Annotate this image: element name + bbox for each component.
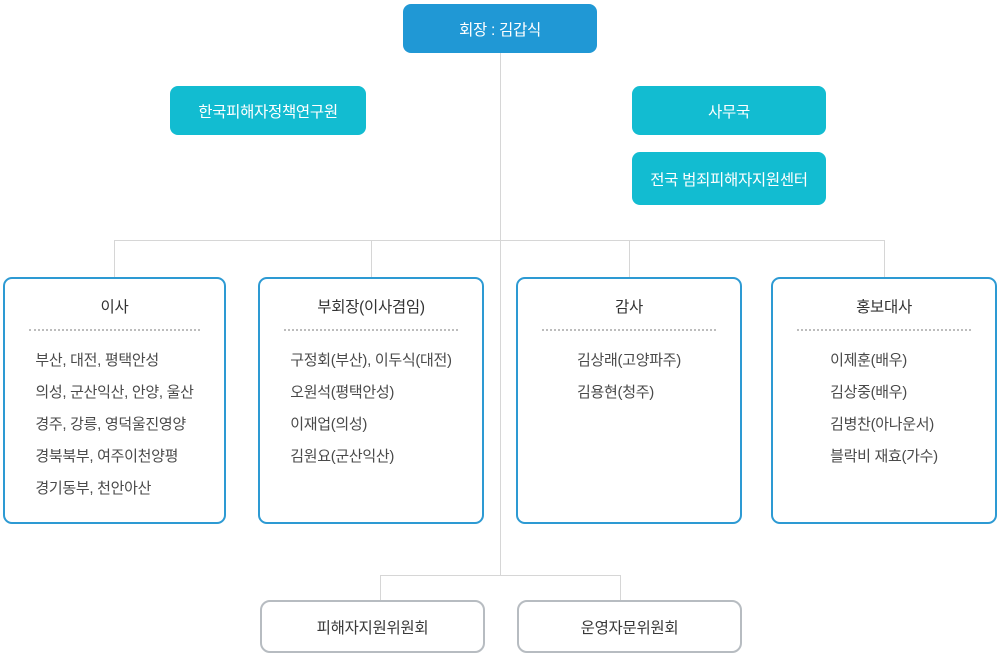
secretariat-box: 사무국 bbox=[632, 86, 826, 135]
committee-label: 운영자문위원회 bbox=[580, 619, 679, 637]
list-item: 경북북부, 여주이천양평 bbox=[35, 448, 179, 465]
dotted-divider bbox=[797, 329, 971, 331]
connector-line bbox=[371, 240, 372, 277]
dotted-divider bbox=[542, 329, 716, 331]
card-item-list: 부산, 대전, 평택안성 의성, 군산익산, 안양, 울산 경주, 강릉, 영덕… bbox=[35, 345, 194, 505]
list-item: 경기동부, 천안아산 bbox=[35, 480, 152, 497]
dotted-divider bbox=[29, 329, 200, 331]
connector-line bbox=[380, 575, 620, 576]
connector-line bbox=[629, 240, 630, 277]
list-item: 의성, 군산익산, 안양, 울산 bbox=[35, 384, 194, 401]
list-item: 김병찬(아나운서) bbox=[830, 416, 935, 433]
connector-line bbox=[884, 240, 885, 277]
connector-line bbox=[620, 575, 621, 600]
chairman-label: 회장 : 김갑식 bbox=[459, 21, 541, 39]
card-title: 홍보대사 bbox=[856, 299, 912, 316]
card-item-list: 김상래(고양파주) 김용현(청주) bbox=[577, 345, 681, 409]
card-title: 감사 bbox=[615, 299, 643, 316]
connector-line bbox=[114, 240, 884, 241]
list-item: 김원요(군산익산) bbox=[290, 448, 395, 465]
list-item: 김상중(배우) bbox=[830, 384, 908, 401]
victim-support-committee-box: 피해자지원위원회 bbox=[260, 600, 485, 653]
card-directors: 이사 부산, 대전, 평택안성 의성, 군산익산, 안양, 울산 경주, 강릉,… bbox=[3, 277, 226, 524]
card-title: 부회장(이사겸임) bbox=[317, 299, 425, 316]
list-item: 김용현(청주) bbox=[577, 384, 654, 401]
research-institute-label: 한국피해자정책연구원 bbox=[198, 103, 338, 121]
connector-line bbox=[500, 53, 501, 575]
card-pr-ambassadors: 홍보대사 이제훈(배우) 김상중(배우) 김병찬(아나운서) 블락비 재효(가수… bbox=[771, 277, 997, 524]
dotted-divider bbox=[284, 329, 458, 331]
list-item: 블락비 재효(가수) bbox=[830, 448, 938, 465]
secretariat-label: 사무국 bbox=[708, 103, 750, 121]
research-institute-box: 한국피해자정책연구원 bbox=[170, 86, 366, 135]
card-item-list: 이제훈(배우) 김상중(배우) 김병찬(아나운서) 블락비 재효(가수) bbox=[830, 345, 938, 473]
national-center-box: 전국 범죄피해자지원센터 bbox=[632, 152, 826, 205]
connector-line bbox=[114, 240, 115, 277]
chairman-box: 회장 : 김갑식 bbox=[403, 4, 597, 53]
card-item-list: 구정회(부산), 이두식(대전) 오원석(평택안성) 이재업(의성) 김원요(군… bbox=[290, 345, 452, 473]
list-item: 구정회(부산), 이두식(대전) bbox=[290, 352, 452, 369]
list-item: 이제훈(배우) bbox=[830, 352, 908, 369]
list-item: 경주, 강릉, 영덕울진영양 bbox=[35, 416, 186, 433]
committee-label: 피해자지원위원회 bbox=[316, 619, 429, 637]
list-item: 김상래(고양파주) bbox=[577, 352, 681, 369]
connector-line bbox=[380, 575, 381, 600]
card-vice-chairmen: 부회장(이사겸임) 구정회(부산), 이두식(대전) 오원석(평택안성) 이재업… bbox=[258, 277, 484, 524]
list-item: 오원석(평택안성) bbox=[290, 384, 395, 401]
card-auditors: 감사 김상래(고양파주) 김용현(청주) bbox=[516, 277, 742, 524]
list-item: 이재업(의성) bbox=[290, 416, 368, 433]
advisory-committee-box: 운영자문위원회 bbox=[517, 600, 742, 653]
card-title: 이사 bbox=[100, 299, 129, 316]
list-item: 부산, 대전, 평택안성 bbox=[35, 352, 159, 369]
national-center-label: 전국 범죄피해자지원센터 bbox=[650, 171, 808, 189]
